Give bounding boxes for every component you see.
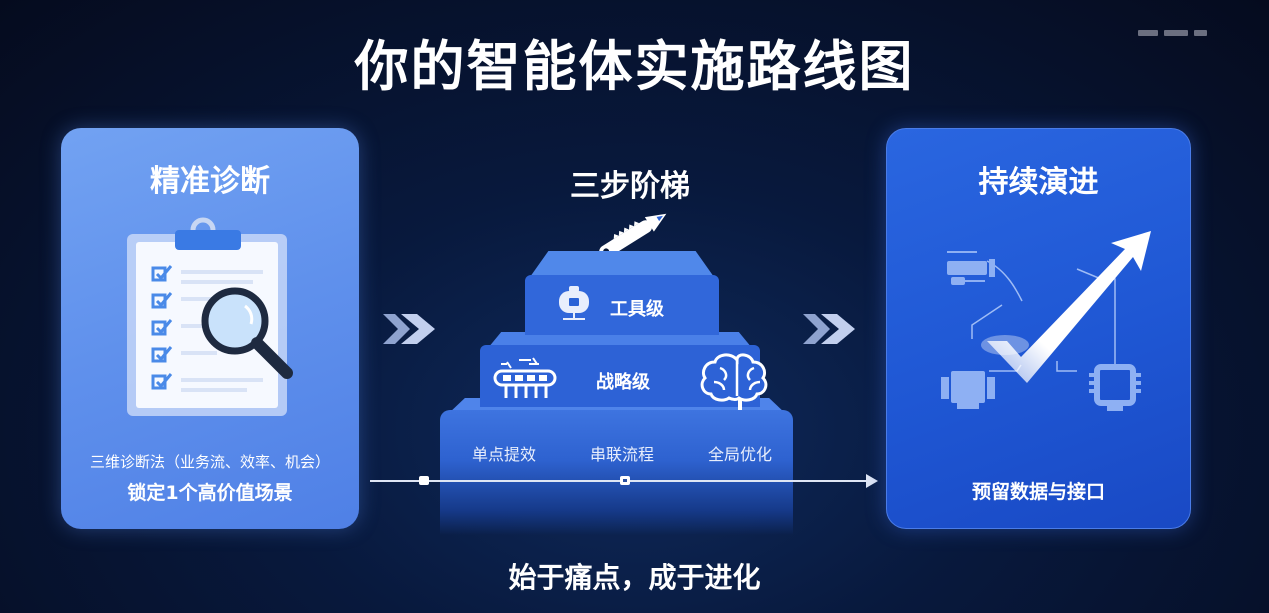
diagnosis-method: 三维诊断法（业务流、效率、机会） (89, 453, 330, 471)
step-strategic-top (488, 332, 752, 348)
base-label-single-point: 单点提效 (472, 445, 537, 464)
window-controls[interactable] (1138, 30, 1207, 36)
timeline-node (419, 476, 429, 485)
diagnosis-target: 锁定1个高价值场景 (127, 482, 293, 504)
step-tool-top (530, 251, 714, 277)
step-base (440, 410, 793, 535)
evolution-heading: 持续演进 (978, 165, 1099, 200)
evolution-caption: 预留数据与接口 (971, 481, 1105, 503)
step-tool (525, 275, 719, 335)
base-label-global-optimize: 全局优化 (708, 445, 773, 464)
timeline-node (620, 476, 630, 485)
base-label-chain-process: 串联流程 (590, 445, 655, 464)
growth-arrow-network-icon (941, 231, 1151, 411)
chevron-right-icon (803, 314, 855, 344)
dash-icon[interactable] (1194, 30, 1207, 36)
evolution-card: 持续演进 预留数据与接口 (886, 128, 1191, 529)
diagnosis-heading: 精准诊断 (150, 164, 270, 199)
chevron-right-icon (383, 314, 435, 344)
wrench-rocket-icon (599, 213, 667, 259)
page-title: 你的智能体实施路线图 (354, 35, 915, 98)
diagnosis-card: 精准诊断 三维诊断法（业务流、效率、机会） 锁定1个高价值场景 (61, 128, 359, 529)
slogan: 始于痛点，成于进化 (508, 561, 761, 594)
clipboard-magnifier-icon (127, 217, 293, 416)
conveyor-icon (493, 357, 557, 398)
step-strategic-label: 战略级 (596, 372, 650, 393)
timeline-arrow-icon (866, 474, 878, 488)
dash-icon[interactable] (1138, 30, 1158, 36)
step-tool-label: 工具级 (610, 299, 664, 320)
robot-icon (559, 286, 589, 320)
staircase-heading: 三步阶梯 (570, 169, 690, 204)
dash-icon[interactable] (1164, 30, 1188, 36)
brain-icon (700, 353, 768, 410)
